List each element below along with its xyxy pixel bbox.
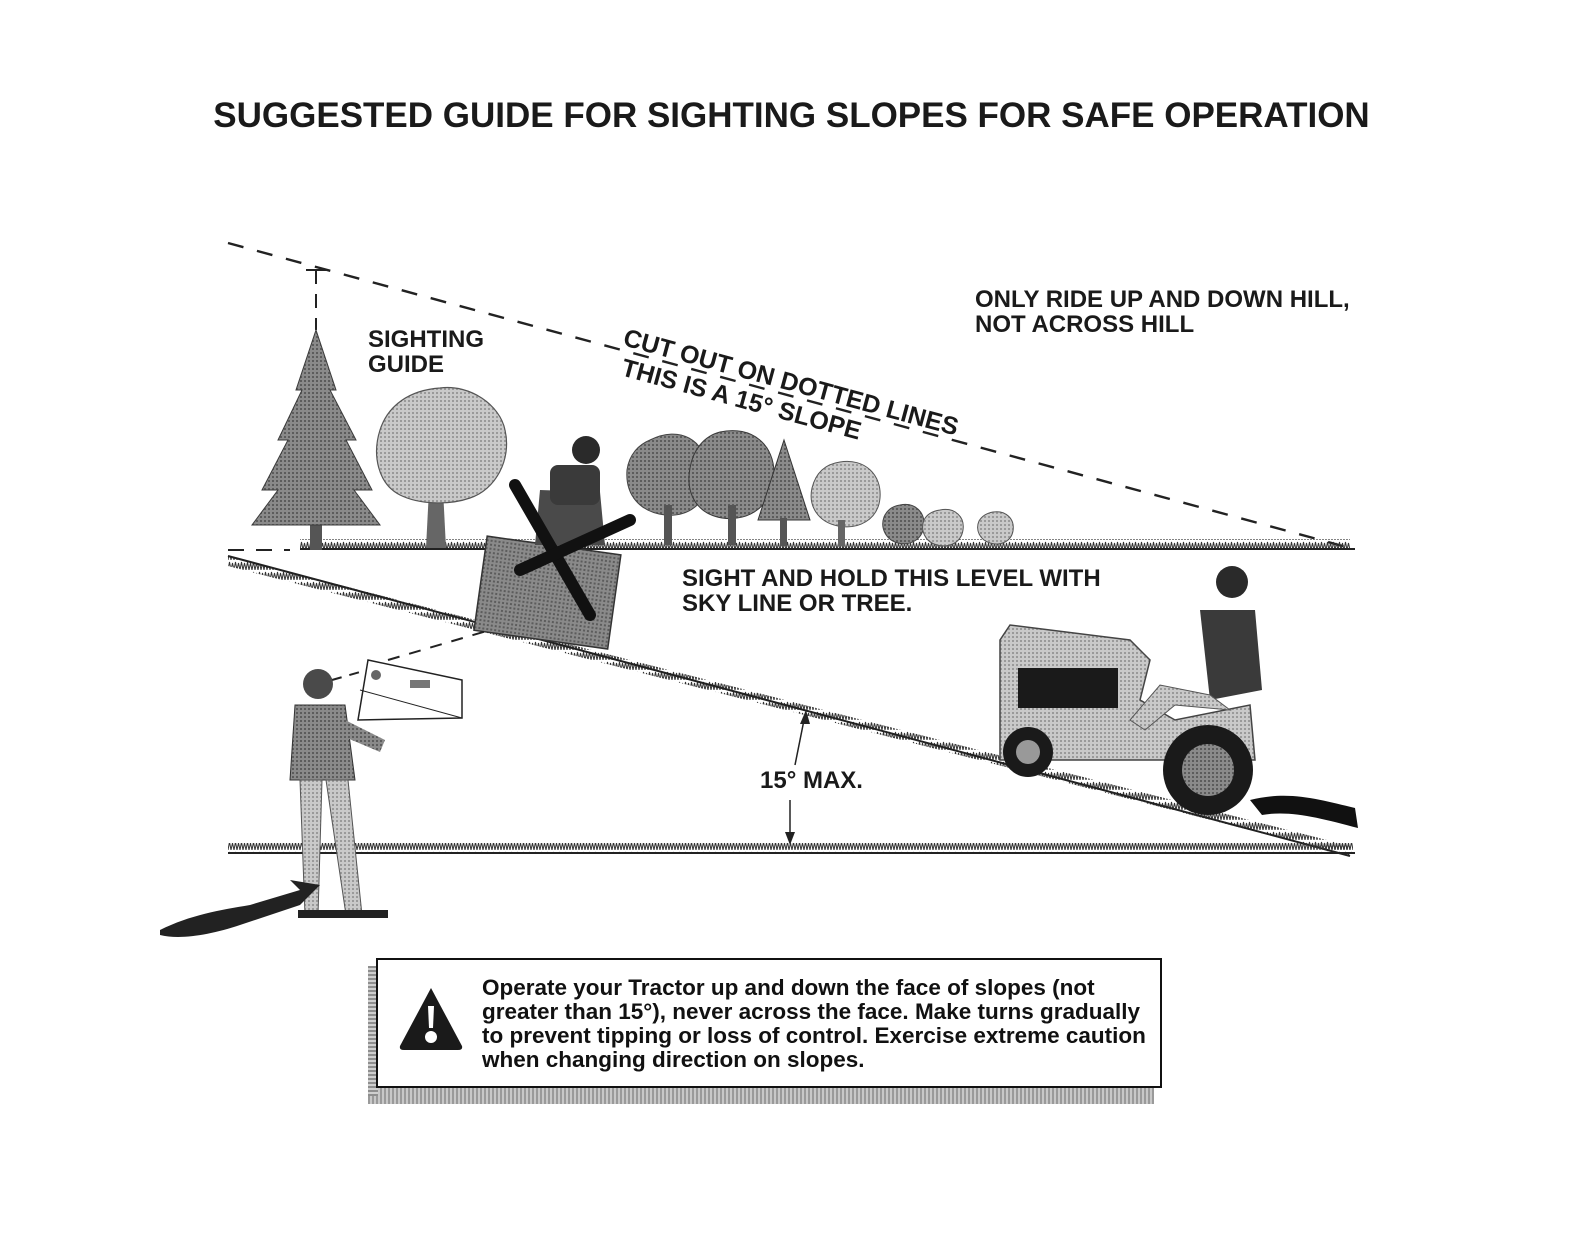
tractor-up-hill-icon bbox=[999, 566, 1358, 828]
slope-line bbox=[227, 555, 1351, 857]
sight-note-line2: SKY LINE OR TREE. bbox=[682, 590, 912, 617]
sighting-guide-label-line2: GUIDE bbox=[368, 351, 444, 378]
warning-box-shadow-left bbox=[368, 966, 378, 1096]
sighting-guide-label-line1: SIGHTING bbox=[368, 326, 484, 353]
view-dashed-line bbox=[387, 629, 491, 661]
tree-cluster-icon bbox=[626, 430, 1014, 547]
page-title: SUGGESTED GUIDE FOR SIGHTING SLOPES FOR … bbox=[213, 96, 1370, 135]
person-with-guide-icon bbox=[160, 659, 463, 937]
bottom-ground-grass bbox=[228, 843, 1353, 853]
ride-note-line1: ONLY RIDE UP AND DOWN HILL, bbox=[975, 286, 1350, 313]
ride-note-line2: NOT ACROSS HILL bbox=[975, 311, 1194, 338]
sighting-dashed-line bbox=[227, 241, 1351, 550]
tractor-across-hill-icon bbox=[473, 436, 636, 650]
sight-note-line1: SIGHT AND HOLD THIS LEVEL WITH bbox=[682, 565, 1101, 592]
round-tree-icon bbox=[376, 386, 508, 548]
warning-triangle-icon bbox=[399, 988, 463, 1050]
warning-box: Operate your Tractor up and down the fac… bbox=[376, 958, 1162, 1088]
level-horizon-grass bbox=[300, 539, 1350, 549]
warning-text: Operate your Tractor up and down the fac… bbox=[482, 975, 1146, 1072]
pine-tree-icon bbox=[251, 328, 381, 550]
max-angle-label: 15° MAX. bbox=[760, 767, 863, 794]
